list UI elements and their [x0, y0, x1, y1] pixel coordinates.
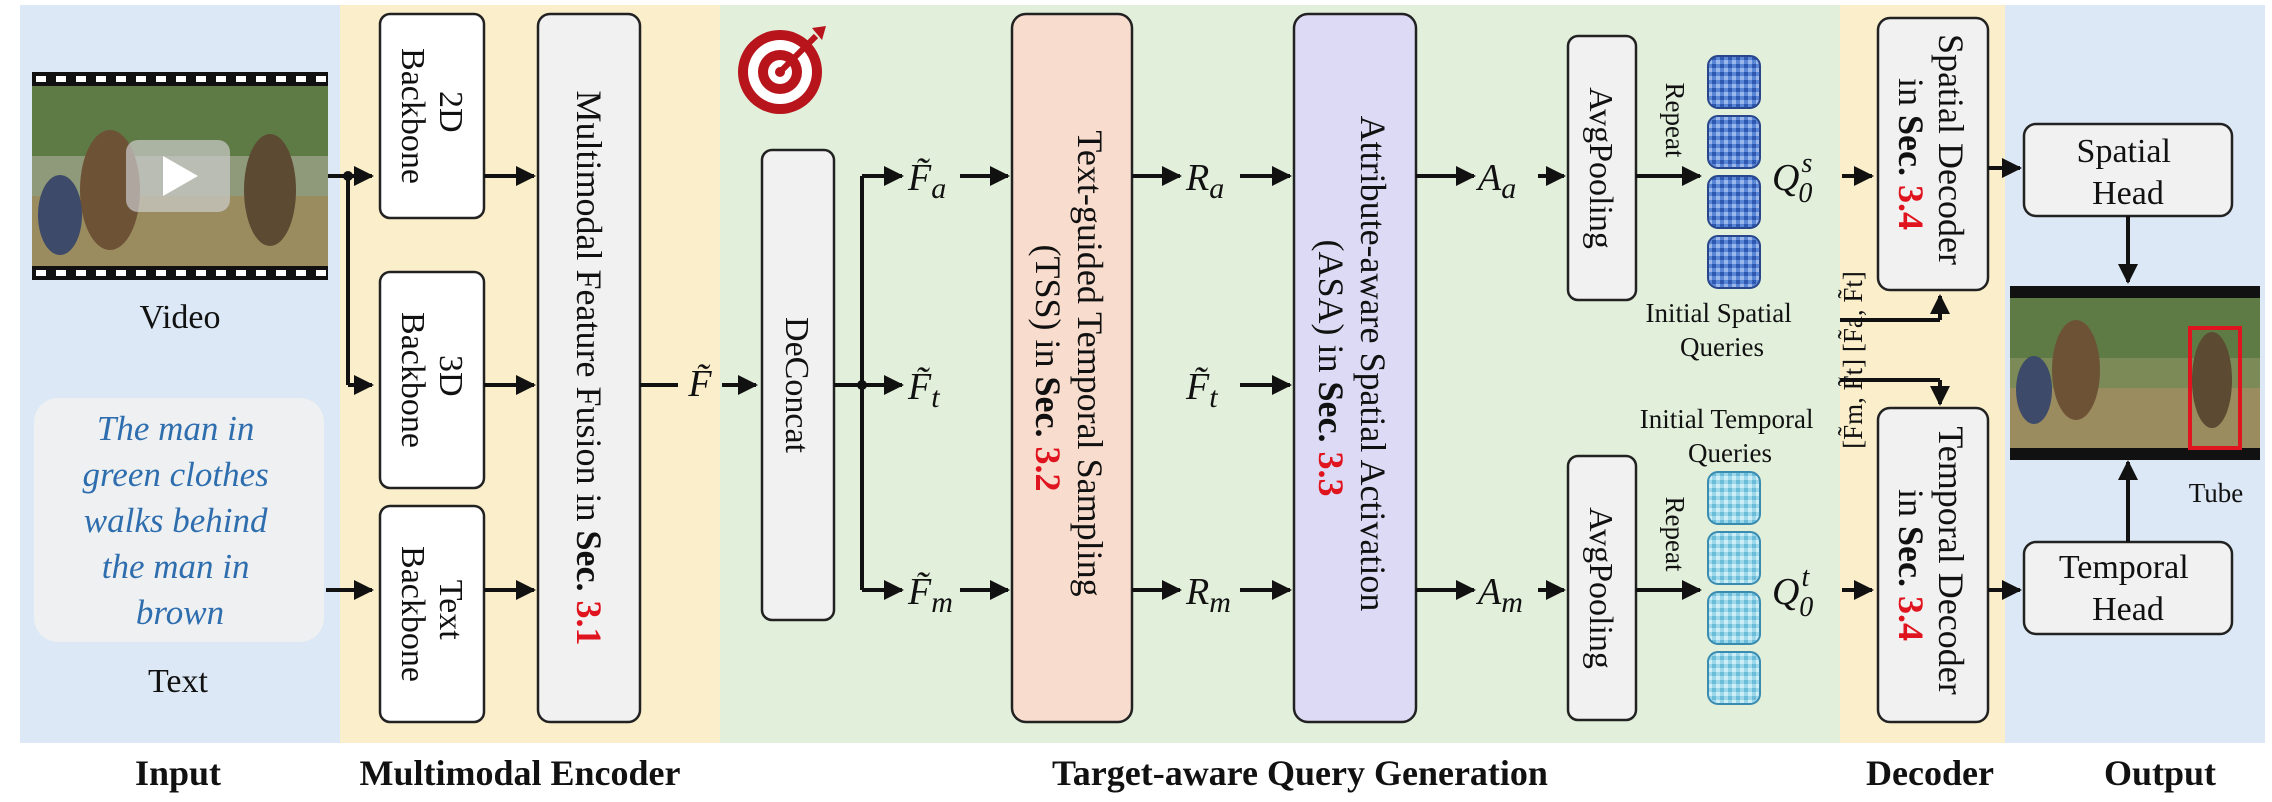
decoder-side-features: [F̃m, F̃t] [F̃a, F̃t]	[1838, 271, 1868, 449]
input-arrows	[326, 166, 374, 600]
temporal-decoder-label: Temporal Decoder in Sec. 3.4	[1891, 426, 1971, 703]
repeat-temporal-label: Repeat	[1660, 497, 1690, 572]
avgpool-spatial-label: AvgPooling	[1582, 87, 1619, 249]
backbone-text-box	[378, 504, 486, 724]
avgpool-temporal-label: AvgPooling	[1582, 507, 1619, 669]
fusion-box	[536, 12, 642, 724]
stage-input: Input	[135, 753, 221, 793]
tss-label: Text-guided Temporal Sampling (TSS) in S…	[1028, 130, 1110, 605]
video-label: Video	[139, 299, 220, 336]
tss-box	[1010, 12, 1134, 724]
avgpool-spatial-box	[1566, 34, 1638, 302]
backbone-2d-box	[378, 12, 486, 220]
feature-aa: Aa	[1475, 157, 1516, 205]
text-query: The man in green clothes walks behind th…	[82, 409, 277, 632]
fused-feature-symbol: F̃	[687, 363, 712, 405]
stage-decoder: Decoder	[1866, 753, 1994, 793]
tube-bounding-box	[2188, 326, 2242, 450]
text-query-line-2: green clothes	[82, 455, 268, 494]
text-label: Text	[148, 663, 208, 700]
video-film-holes-top	[36, 76, 326, 276]
feature-ra: Ra	[1185, 157, 1224, 205]
feature-rm: Rm	[1185, 571, 1231, 619]
feature-ft: F̃t	[907, 366, 940, 414]
deconcat-split-arrows	[834, 166, 904, 600]
deconcat-label: DeConcat	[778, 317, 815, 454]
backbone-text-label: Text Backbone	[394, 546, 469, 682]
asa-label: Attribute-aware Spatial Activation (ASA)…	[1311, 116, 1393, 621]
repeat-spatial-label: Repeat	[1660, 83, 1690, 158]
spatial-decoder-box	[1876, 16, 1990, 292]
feature-fm: F̃m	[907, 571, 953, 619]
text-query-line-1: The man in	[97, 409, 255, 448]
output-tube-frame	[2010, 286, 2260, 460]
tss-input-arrows	[960, 166, 1010, 600]
initial-temporal-queries-label: Initial Temporal Queries	[1640, 404, 1821, 468]
asa-output-arrows	[1416, 166, 1476, 600]
video-thumbnail	[32, 72, 328, 280]
stage-output: Output	[2104, 753, 2216, 793]
encoder-arrows	[484, 166, 536, 600]
asa-input-arrows	[1240, 166, 1292, 600]
initial-spatial-queries-label: Initial Spatial Queries	[1646, 298, 1799, 362]
tss-output-arrows	[1132, 166, 1182, 600]
repeat-arrows	[1636, 166, 1702, 600]
target-icon	[738, 26, 826, 114]
spatial-head-label: Spatial Head	[2077, 133, 2180, 212]
stage-encoder: Multimodal Encoder	[360, 753, 681, 793]
feature-am: Am	[1475, 571, 1523, 619]
feature-fa: F̃a	[907, 157, 946, 205]
backbone-3d-box	[378, 270, 486, 490]
decoder-input-arrows	[1840, 166, 1950, 600]
backbone-3d-label: 3D Backbone	[394, 312, 469, 448]
asa-box	[1292, 12, 1418, 724]
avgpool-input-arrows	[1538, 166, 1566, 600]
tube-label: Tube	[2189, 478, 2244, 508]
decoder-to-head-arrows	[1988, 158, 2022, 600]
text-query-line-4: the man in	[102, 547, 250, 586]
spatial-decoder-label: Spatial Decoder in Sec. 3.4	[1891, 34, 1971, 274]
fusion-label: Multimodal Feature Fusion in Sec. 3.1	[569, 91, 609, 646]
temporal-decoder-box	[1876, 406, 1990, 724]
temporal-head-label: Temporal Head	[2059, 549, 2197, 628]
backbone-2d-label: 2D Backbone	[394, 48, 469, 184]
text-query-line-3: walks behind	[84, 501, 268, 540]
stage-query-gen: Target-aware Query Generation	[1052, 753, 1548, 793]
query-gen-region	[720, 5, 1840, 743]
temporal-query-tokens	[1707, 471, 1761, 705]
text-query-line-5: brown	[136, 593, 224, 632]
spatial-query-tokens	[1707, 55, 1761, 289]
feature-ft-2: F̃t	[1185, 366, 1218, 414]
text-query-card	[34, 398, 324, 642]
